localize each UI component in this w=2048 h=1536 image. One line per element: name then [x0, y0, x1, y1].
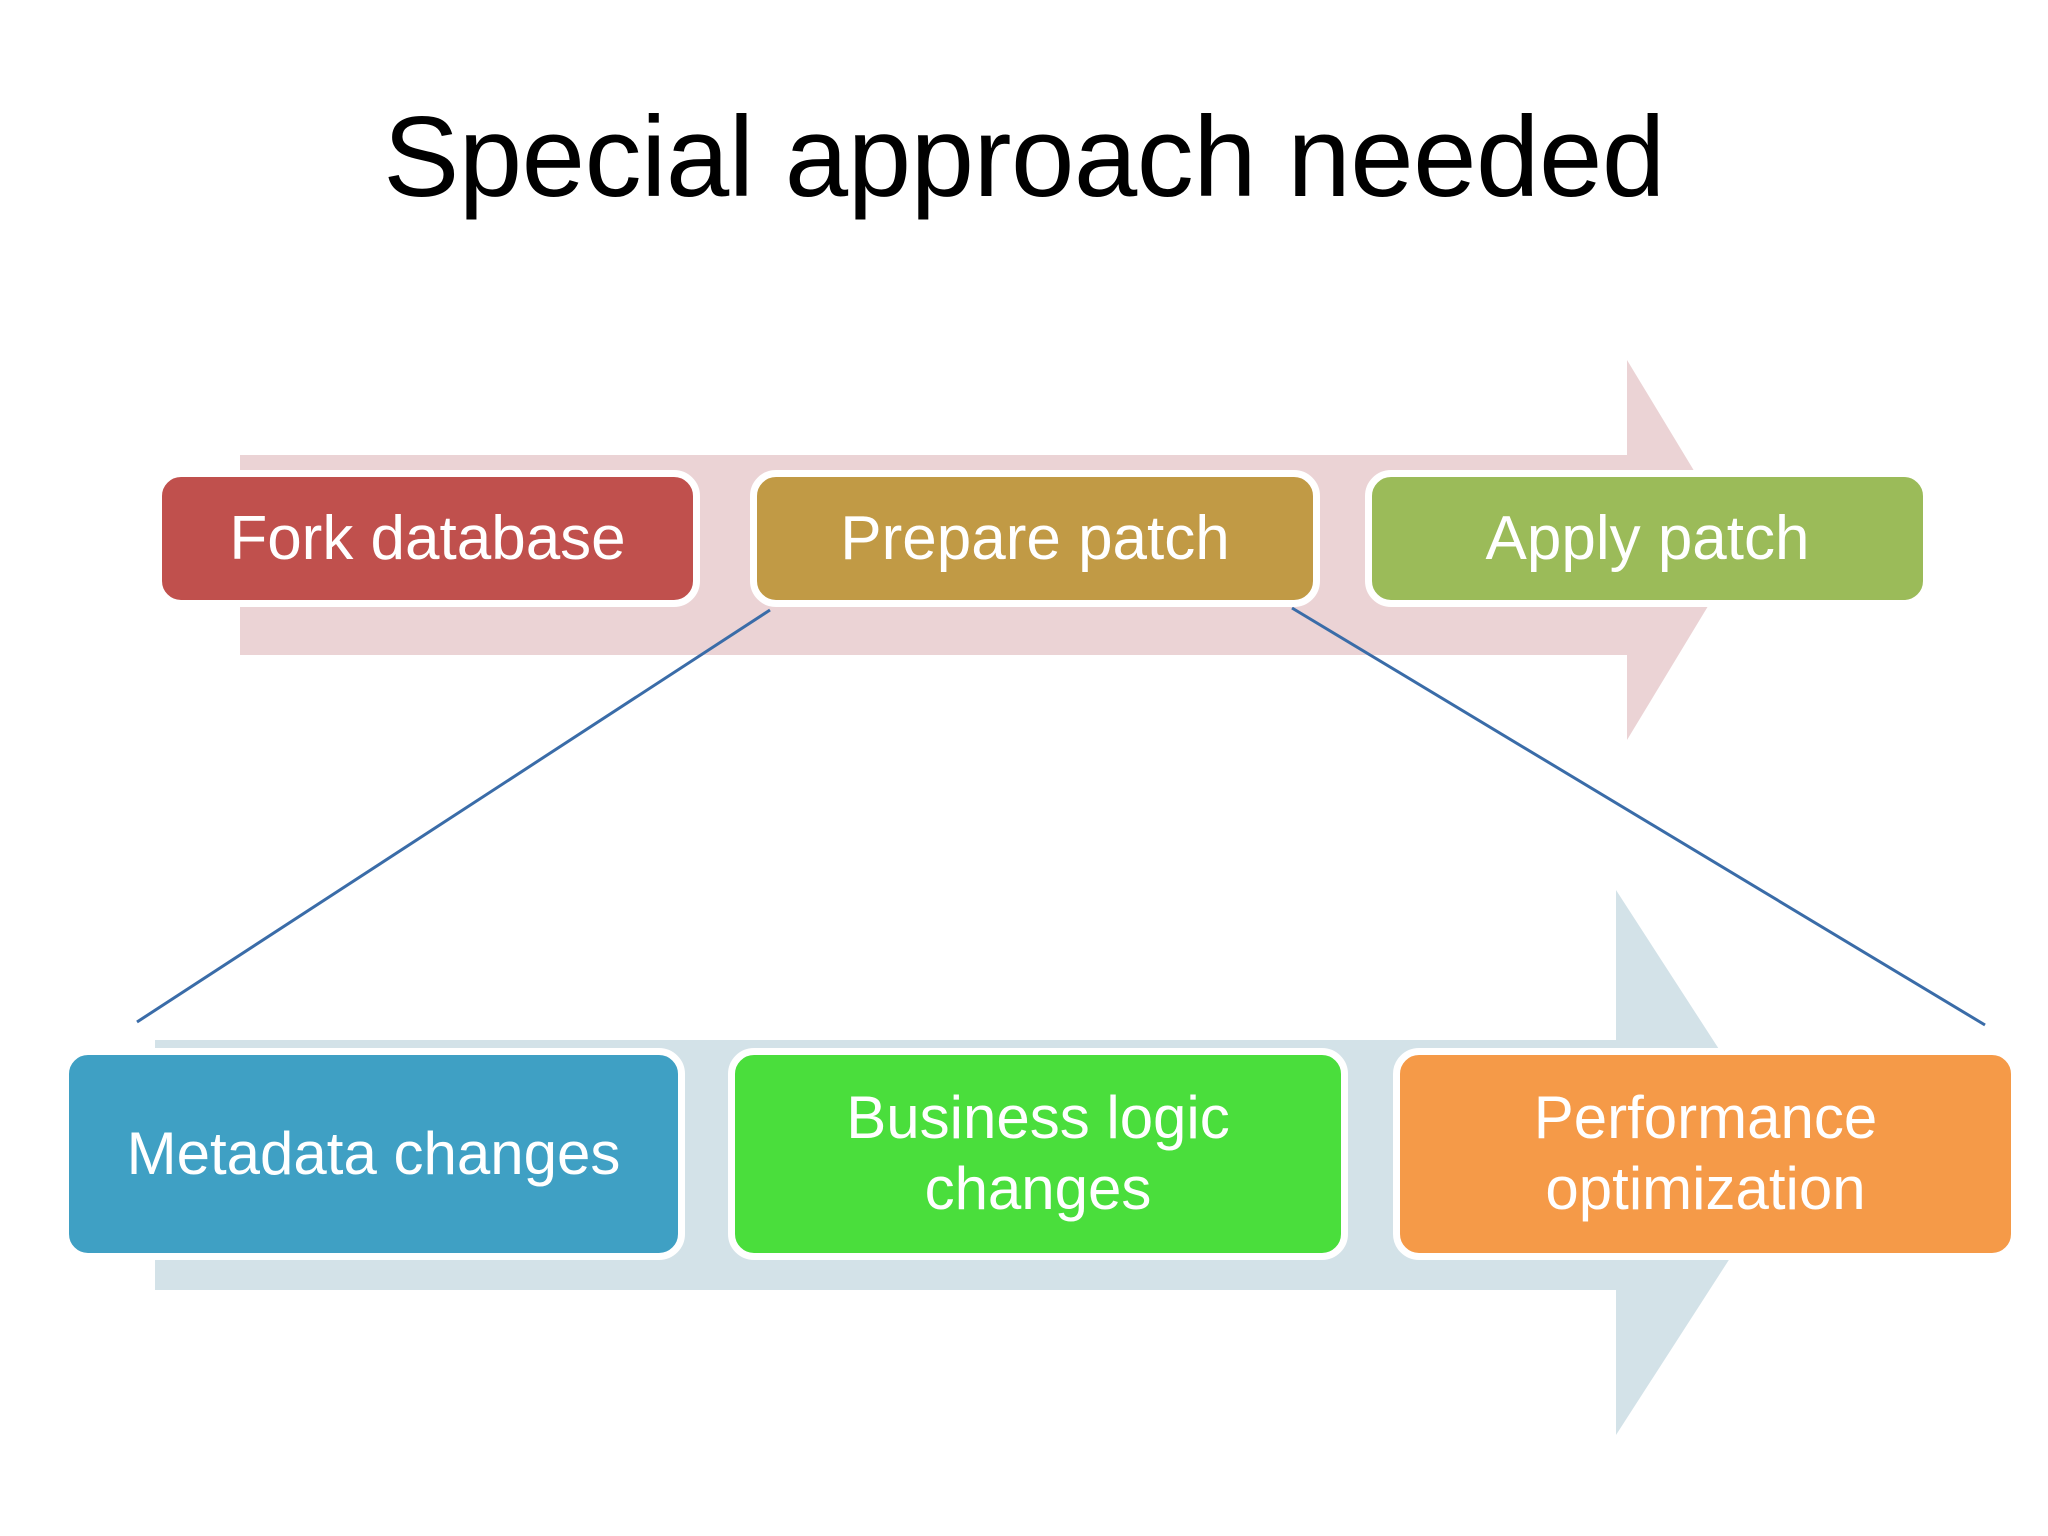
process-step-label: Performance optimization [1533, 1084, 1878, 1222]
process-step-label: Apply patch [1485, 503, 1810, 573]
process-step-label: Fork database [229, 503, 626, 573]
process-step-performance-optimization[interactable]: Performance optimization [1393, 1048, 2018, 1260]
process-step-apply-patch[interactable]: Apply patch [1365, 470, 1930, 607]
process-step-fork-database[interactable]: Fork database [155, 470, 700, 607]
process-step-label: Prepare patch [840, 503, 1230, 573]
connector-left [136, 608, 771, 1024]
process-step-label: Business logic changes [846, 1084, 1230, 1222]
connector-right [1291, 606, 1986, 1027]
process-step-label: Metadata changes [126, 1119, 621, 1187]
process-step-business-logic-changes[interactable]: Business logic changes [728, 1048, 1348, 1260]
page-title: Special approach needed [383, 94, 1665, 221]
process-step-prepare-patch[interactable]: Prepare patch [750, 470, 1320, 607]
process-step-metadata-changes[interactable]: Metadata changes [62, 1048, 685, 1260]
